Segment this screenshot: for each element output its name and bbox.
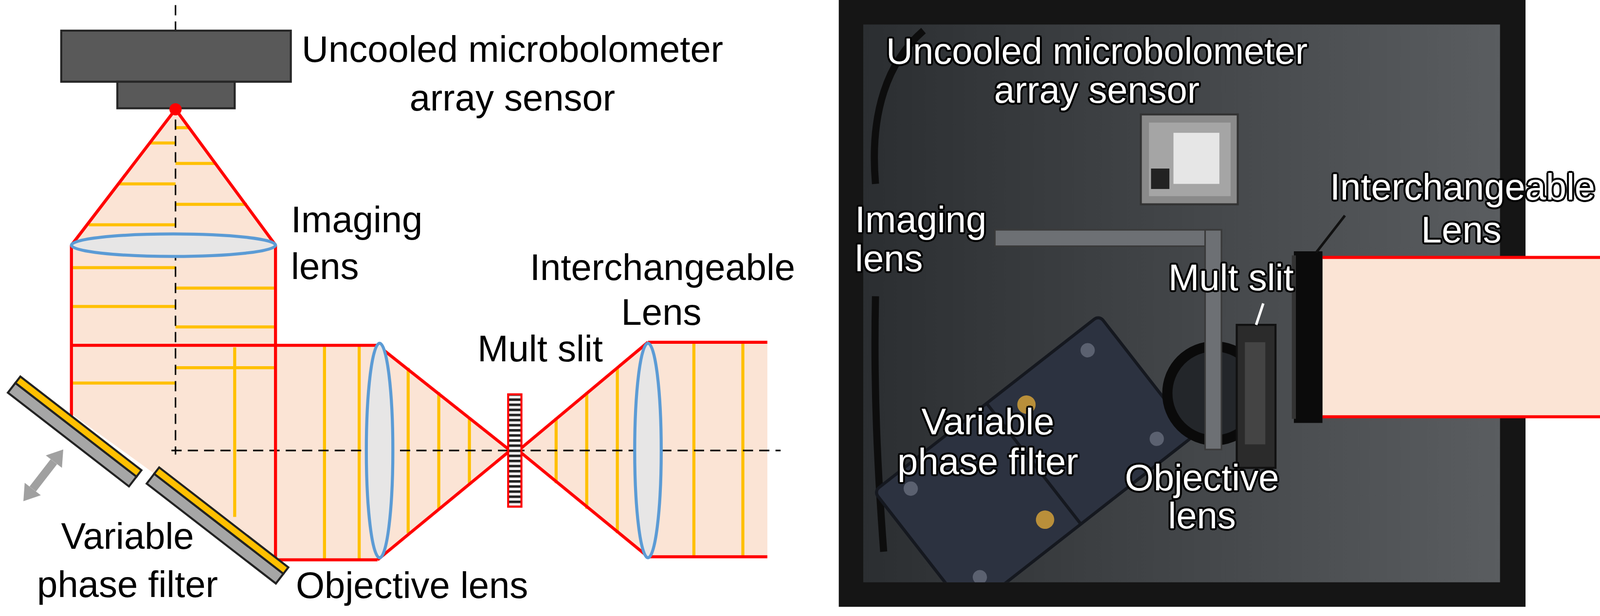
part-label: Interchangeable Lens bbox=[1329, 165, 1593, 252]
wavefront-lines bbox=[175, 325, 276, 328]
label-holder: Uncooled microbolometer array sensor bbox=[288, 24, 737, 123]
part-label: Variable phase filter bbox=[25, 511, 230, 608]
wavefront-lines bbox=[71, 381, 176, 385]
optical-axis bbox=[171, 449, 781, 452]
focal-point bbox=[169, 103, 182, 116]
device-photo bbox=[969, 566, 990, 582]
leader-line bbox=[1255, 303, 1264, 325]
device-photo bbox=[1032, 506, 1058, 533]
beam-fill bbox=[1322, 257, 1600, 417]
ray-lines bbox=[518, 450, 648, 557]
part-label: Objective lens bbox=[295, 561, 569, 609]
leader-line bbox=[1316, 215, 1346, 253]
label-holder: Mult slit bbox=[467, 326, 614, 371]
lens-barrel bbox=[1293, 251, 1323, 423]
part-label: Uncooled microbolometer array sensor bbox=[288, 24, 737, 123]
wavefront-lines bbox=[119, 181, 176, 185]
device-photo bbox=[1244, 342, 1266, 445]
device-photo bbox=[1140, 114, 1238, 205]
beam-fill bbox=[377, 345, 511, 560]
device-photo bbox=[995, 229, 1222, 247]
lens-symbol bbox=[634, 343, 662, 558]
device-photo bbox=[873, 314, 1194, 582]
label-holder: Imaging lens bbox=[290, 196, 442, 290]
label-holder: Imaging lens bbox=[854, 200, 1006, 278]
beam-fill bbox=[71, 244, 378, 560]
wavefront-lines bbox=[357, 345, 361, 560]
ray-lines bbox=[377, 450, 511, 560]
sensor-symbol bbox=[61, 30, 291, 82]
wavefront-lines bbox=[71, 265, 176, 269]
ray-lines bbox=[648, 554, 768, 558]
wavefront-lines bbox=[323, 345, 327, 560]
wavefront-lines bbox=[741, 342, 745, 557]
wavefront-lines bbox=[175, 286, 276, 290]
label-holder: Variable phase filter bbox=[885, 401, 1091, 482]
device-photo bbox=[1236, 324, 1276, 468]
part-label: Variable phase filter bbox=[885, 401, 1091, 482]
lens-symbol bbox=[71, 233, 276, 256]
device-photo bbox=[1148, 122, 1231, 197]
slit-symbol bbox=[508, 394, 522, 507]
ray-lines bbox=[275, 557, 378, 561]
movement-arrow bbox=[23, 482, 41, 501]
device-photo bbox=[873, 314, 1194, 582]
ray-lines bbox=[70, 244, 73, 417]
device-photo bbox=[874, 295, 884, 551]
part-label: Mult slit bbox=[1168, 257, 1315, 297]
label-holder: Mult slit bbox=[1168, 257, 1315, 297]
ray-lines bbox=[648, 340, 768, 344]
movement-arrow bbox=[45, 449, 64, 468]
beam-fill bbox=[1322, 255, 1600, 259]
wavefront-lines bbox=[175, 365, 276, 369]
label-holder: Objective lens bbox=[1109, 458, 1295, 535]
beam-fill bbox=[1322, 415, 1600, 419]
phase-filter-plate bbox=[7, 382, 137, 487]
wavefront-lines bbox=[149, 141, 176, 145]
label-holder: Interchangeable Lens bbox=[529, 244, 793, 335]
movement-arrow bbox=[23, 449, 64, 501]
label-holder: Uncooled microbolometer array sensor bbox=[872, 31, 1321, 110]
lens-barrel bbox=[1291, 251, 1323, 423]
wavefront-lines bbox=[175, 202, 248, 206]
sensor-symbol bbox=[61, 30, 291, 109]
device-photo bbox=[1150, 168, 1170, 189]
part-label: Imaging lens bbox=[290, 196, 442, 290]
beam-fill bbox=[71, 109, 276, 245]
phase-filter-plate bbox=[15, 376, 142, 477]
part-label: Objective lens bbox=[1109, 458, 1295, 535]
wavefront-lines bbox=[88, 222, 176, 226]
beam-fill bbox=[648, 342, 768, 557]
lens-symbol bbox=[366, 343, 394, 558]
ray-lines bbox=[71, 343, 378, 347]
part-label: Uncooled microbolometer array sensor bbox=[872, 31, 1321, 110]
label-holder: Interchangeable Lens bbox=[1329, 165, 1593, 252]
ray-lines bbox=[175, 109, 276, 245]
beam-fill bbox=[1322, 257, 1600, 417]
device-photo bbox=[900, 478, 921, 499]
phase-filter-plate bbox=[7, 376, 142, 487]
part-label: Imaging lens bbox=[854, 200, 1006, 278]
wavefront-lines bbox=[71, 304, 176, 308]
wavefront-lines bbox=[175, 162, 217, 165]
device-photo bbox=[1146, 428, 1167, 449]
movement-arrow bbox=[32, 461, 54, 489]
label-holder: Variable phase filter bbox=[25, 511, 230, 608]
wavefront-lines bbox=[692, 342, 696, 557]
device-photo bbox=[873, 314, 1194, 582]
label-holder: Objective lens bbox=[295, 561, 569, 609]
part-label: Mult slit bbox=[467, 326, 614, 371]
device-photo bbox=[1077, 340, 1098, 361]
wavefront-lines bbox=[233, 346, 237, 517]
ray-lines bbox=[71, 109, 176, 245]
part-label: Interchangeable Lens bbox=[529, 244, 793, 335]
ray-lines bbox=[273, 244, 277, 560]
beam-fill bbox=[518, 342, 648, 557]
device-photo bbox=[1173, 132, 1219, 184]
